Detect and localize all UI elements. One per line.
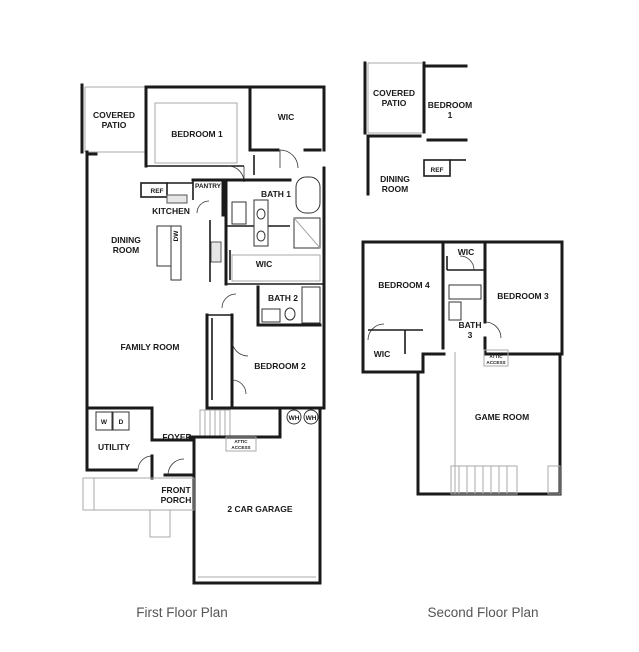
stairs xyxy=(199,409,231,437)
second-floor-labels: COVERED PATIO BEDROOM 1 DINING ROOM REF … xyxy=(373,88,549,422)
label-sf-ref: REF xyxy=(431,167,444,174)
label-dishwasher: DW xyxy=(173,230,180,242)
game-room-stair xyxy=(450,465,561,495)
bath-1-walls xyxy=(224,176,324,286)
first-floor-labels: COVERED PATIO BEDROOM 1 WIC REF PANTRY B… xyxy=(93,110,317,514)
label-covered-patio-line1: COVERED xyxy=(93,110,135,120)
caption-first-floor: First Floor Plan xyxy=(136,605,228,620)
label-sf-bedroom-1-line1: BEDROOM xyxy=(428,100,472,110)
label-attic-access-line2: ACCESS xyxy=(231,445,250,450)
label-bath-1: BATH 1 xyxy=(261,189,291,199)
label-sf-dining-room-line2: ROOM xyxy=(382,184,408,194)
bedroom-1-walls xyxy=(146,88,322,183)
label-washer: W xyxy=(101,419,108,426)
label-sf-covered-patio-line1: COVERED xyxy=(373,88,415,98)
label-wic-top: WIC xyxy=(278,112,295,122)
label-sf-attic-access-line1: ATTIC xyxy=(489,354,503,359)
second-floor-interior-walls xyxy=(367,240,509,367)
label-family-room: FAMILY ROOM xyxy=(120,342,179,352)
label-wic-mid: WIC xyxy=(256,259,273,269)
bedroom-2-walls xyxy=(205,313,326,410)
label-bath-2: BATH 2 xyxy=(268,293,298,303)
utility-walls xyxy=(85,406,154,472)
label-covered-patio-line2: PATIO xyxy=(102,120,127,130)
label-kitchen: KITCHEN xyxy=(152,206,190,216)
label-dryer: D xyxy=(119,419,124,426)
label-foyer: FOYER xyxy=(162,432,191,442)
label-bedroom-4: BEDROOM 4 xyxy=(378,280,430,290)
label-sf-attic-access-line2: ACCESS xyxy=(486,360,505,365)
label-sf-covered-patio-line2: PATIO xyxy=(382,98,407,108)
label-bath-3-line2: 3 xyxy=(468,330,473,340)
label-ref: REF xyxy=(151,188,164,195)
label-dining-room-line2: ROOM xyxy=(113,245,139,255)
label-attic-access-line1: ATTIC xyxy=(234,439,248,444)
label-front-porch-line1: FRONT xyxy=(161,485,191,495)
label-utility: UTILITY xyxy=(98,442,130,452)
covered-patio-area xyxy=(84,86,146,153)
bath-2-walls xyxy=(221,285,322,327)
label-dining-room-line1: DINING xyxy=(111,235,141,245)
first-floor-plan: COVERED PATIO BEDROOM 1 WIC REF PANTRY B… xyxy=(80,83,326,585)
label-game-room: GAME ROOM xyxy=(475,412,529,422)
label-garage: 2 CAR GARAGE xyxy=(227,504,293,514)
label-pantry: PANTRY xyxy=(195,183,222,190)
label-sf-dining-room-line1: DINING xyxy=(380,174,410,184)
label-bath-3-line1: BATH xyxy=(459,320,482,330)
label-front-porch-line2: PORCH xyxy=(161,495,192,505)
caption-second-floor: Second Floor Plan xyxy=(427,605,538,620)
label-bedroom-1: BEDROOM 1 xyxy=(171,129,223,139)
label-water-heater-1: WH xyxy=(289,415,300,422)
label-sf-bedroom-1-line2: 1 xyxy=(448,110,453,120)
label-sf-wic-bottom: WIC xyxy=(374,349,391,359)
second-floor-plan: COVERED PATIO BEDROOM 1 DINING ROOM REF … xyxy=(361,61,564,496)
label-water-heater-2: WH xyxy=(306,415,317,422)
label-sf-wic-top: WIC xyxy=(458,247,475,257)
second-floor-top-fragment xyxy=(363,61,468,196)
label-bedroom-2: BEDROOM 2 xyxy=(254,361,306,371)
label-bedroom-3: BEDROOM 3 xyxy=(497,291,549,301)
garage-walls xyxy=(198,406,319,578)
kitchen-walls xyxy=(140,178,225,282)
